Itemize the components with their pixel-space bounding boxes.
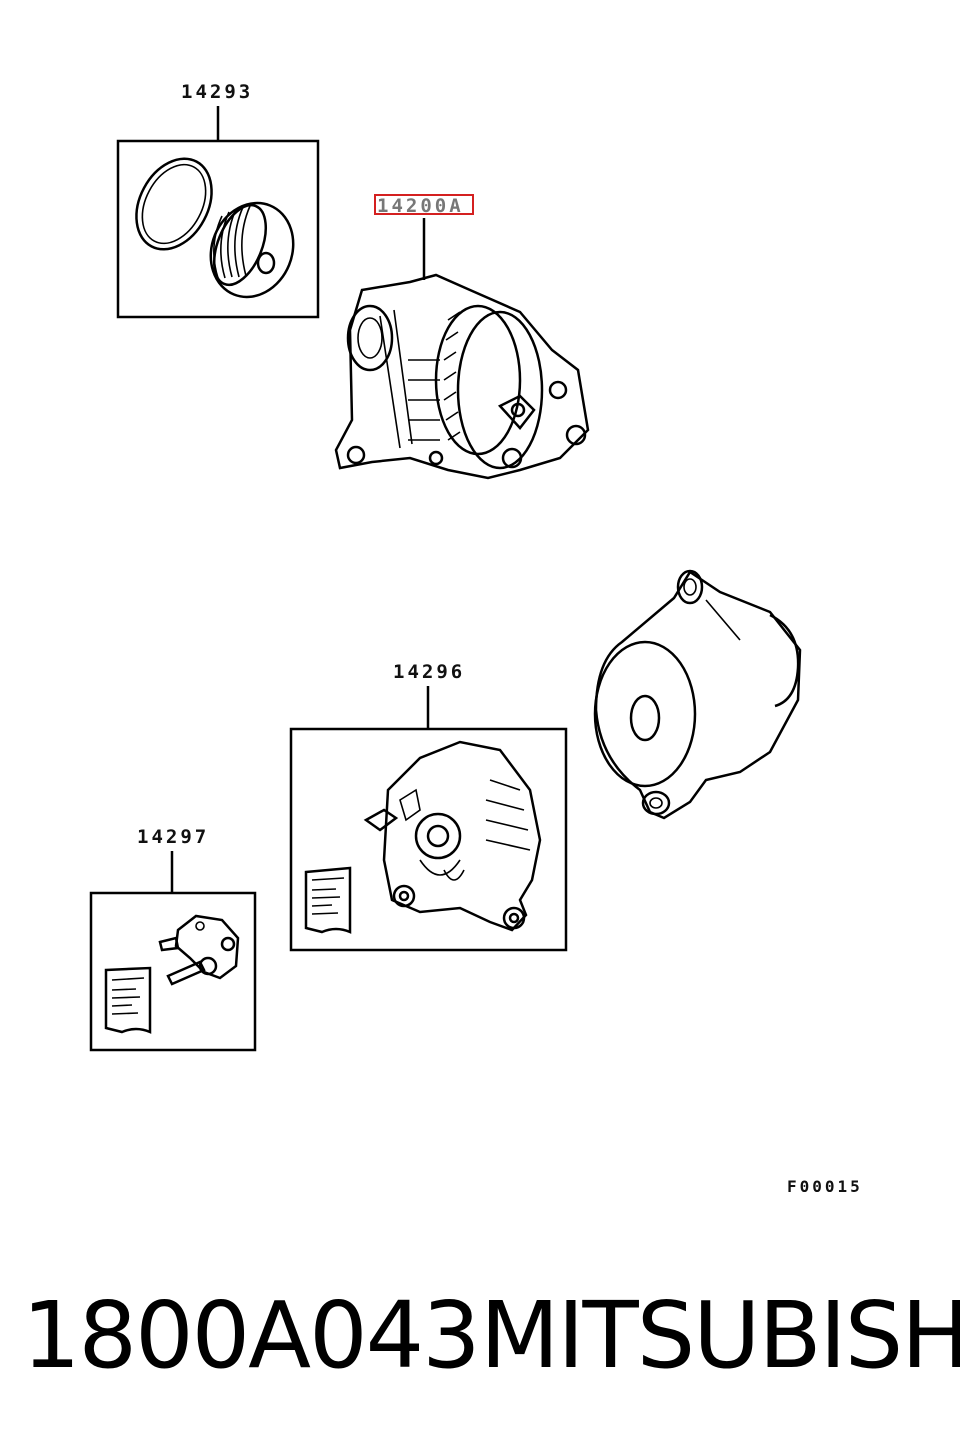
pulley-kit-box: [116, 139, 320, 319]
label-14297: 14297: [137, 826, 209, 848]
pulley-icon: [209, 201, 295, 299]
figure-code: F00015: [787, 1177, 863, 1196]
rectifier-notice-sheet-icon: [304, 866, 352, 934]
label-14293: 14293: [181, 81, 253, 103]
rectifier-kit-box: [289, 727, 568, 952]
footer: 1800A043 MITSUBISHI: [0, 1282, 960, 1402]
label-14296: 14296: [393, 661, 465, 683]
regulator-kit-box: [89, 891, 257, 1052]
highlight-box-14200A: [374, 194, 474, 215]
pulley-ring-icon: [135, 157, 213, 251]
alternator-assembly-icon: [334, 273, 590, 480]
brand-name: MITSUBISHI: [480, 1282, 960, 1389]
regulator-notice-sheet-icon: [104, 966, 152, 1034]
alternator-housing-icon: [593, 569, 802, 820]
rectifier-icon: [363, 740, 542, 932]
label-14200A: 14200A: [377, 195, 464, 217]
part-number: 1800A043: [22, 1282, 481, 1389]
regulator-icon: [158, 914, 240, 986]
